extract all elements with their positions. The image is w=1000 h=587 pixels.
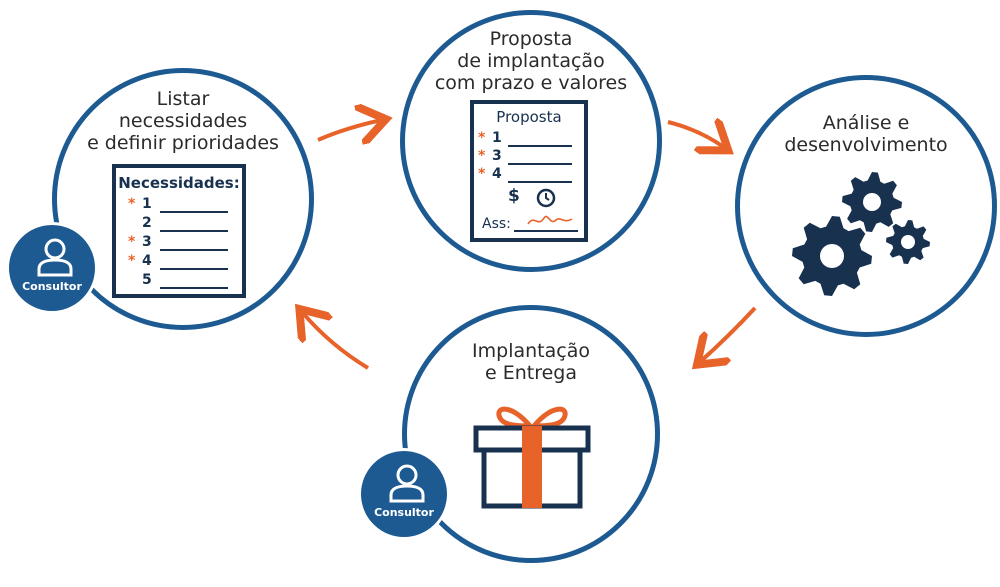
arrow-implantacao-to-listar (302, 312, 370, 370)
blank-line (160, 211, 228, 213)
step-title-implantacao: Implantação e Entrega (418, 340, 644, 384)
item-number: 1 (142, 196, 152, 212)
step-title-listar: Listar necessidades e definir prioridade… (70, 88, 296, 154)
priority-star-icon: * (478, 166, 486, 182)
item-number: 4 (142, 253, 152, 269)
arrow-analise-to-implantacao (700, 306, 757, 362)
title-line: e definir prioridades (87, 132, 279, 154)
item-number: 2 (142, 215, 152, 231)
blank-line (160, 287, 228, 289)
consultor-label: Consultor (374, 506, 434, 519)
proposta-document: Proposta * 1 * 3 * 4 $ Ass: (470, 100, 588, 242)
arrow-proposta-to-analise (667, 122, 725, 148)
dollar-icon: $ (508, 186, 520, 206)
step-title-analise: Análise e desenvolvimento (753, 112, 979, 156)
user-icon (37, 238, 73, 277)
title-line: desenvolvimento (784, 134, 948, 156)
priority-star-icon: * (128, 196, 136, 212)
item-number: 3 (492, 148, 502, 164)
title-line: necessidades (118, 110, 248, 132)
consultor-badge: Consultor (6, 222, 98, 314)
title-line: Implantação (472, 340, 590, 362)
blank-line (160, 268, 228, 270)
gears-icon (792, 172, 930, 296)
item-number: 3 (142, 234, 152, 250)
blank-line (160, 230, 228, 232)
signature-line (514, 230, 578, 232)
priority-star-icon: * (128, 234, 136, 250)
blank-line (508, 181, 572, 183)
necessidades-document: Necessidades: * 1 2 * 3 * 4 5 (112, 164, 246, 298)
step-title-proposta: Proposta de implantação com prazo e valo… (418, 28, 644, 94)
arrow-listar-to-proposta (317, 120, 382, 140)
signature-label: Ass: (482, 216, 511, 232)
item-number: 4 (492, 166, 502, 182)
user-icon (389, 464, 425, 503)
gear-icon (842, 172, 902, 232)
title-line: Análise e (822, 112, 910, 134)
title-line: de implantação (457, 50, 605, 72)
title-line: com prazo e valores (434, 72, 628, 94)
doc-heading: Necessidades: (118, 174, 240, 192)
gift-icon (473, 406, 591, 509)
clock-icon (536, 188, 556, 208)
title-line: e Entrega (484, 362, 577, 384)
blank-line (160, 249, 228, 251)
consultor-badge: Consultor (358, 448, 450, 540)
priority-star-icon: * (478, 148, 486, 164)
gear-icon (886, 220, 930, 264)
priority-star-icon: * (128, 253, 136, 269)
blank-line (508, 145, 572, 147)
doc-heading: Proposta (496, 108, 562, 126)
blank-line (508, 163, 572, 165)
priority-star-icon: * (478, 130, 486, 146)
gear-icon (792, 216, 872, 296)
item-number: 1 (492, 130, 502, 146)
title-line: Proposta (489, 28, 573, 50)
consultor-label: Consultor (22, 280, 82, 293)
item-number: 5 (142, 272, 152, 288)
title-line: Listar (156, 88, 210, 110)
signature-icon (527, 215, 573, 225)
